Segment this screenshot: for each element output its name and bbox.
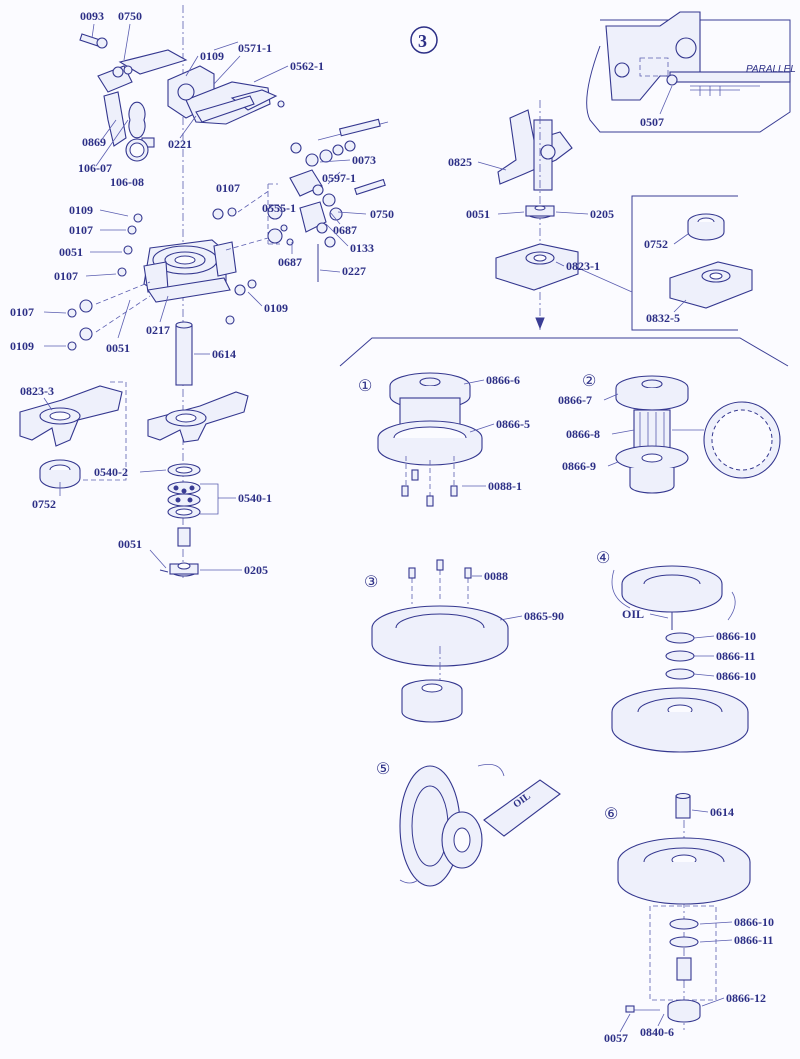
label-0051-bottom: 0051 bbox=[118, 537, 142, 551]
label-0865-90: 0865-90 bbox=[524, 609, 564, 623]
label-0057: 0057 bbox=[604, 1031, 628, 1045]
collar-0205-left bbox=[159, 527, 199, 577]
label-0866-5: 0866-5 bbox=[496, 417, 530, 431]
label-0825: 0825 bbox=[448, 155, 472, 169]
label-0133: 0133 bbox=[350, 241, 374, 255]
label-0540-2: 0540-2 bbox=[94, 465, 128, 479]
label-0571-1: 0571-1 bbox=[238, 41, 272, 55]
label-0866-11-b: 0866-11 bbox=[734, 933, 773, 947]
step-4: ④ OIL 0866-10 0866-11 0866-10 bbox=[596, 550, 756, 753]
label-0109: 0109 bbox=[200, 49, 224, 63]
label-0205-left: 0205 bbox=[244, 563, 268, 577]
parallel-note: PARALLEL bbox=[746, 64, 796, 75]
label-0093: 0093 bbox=[80, 9, 104, 23]
label-0866-10-c: 0866-10 bbox=[734, 915, 774, 929]
label-0823-3: 0823-3 bbox=[20, 384, 54, 398]
label-0107-low: 0107 bbox=[10, 305, 34, 319]
label-0869: 0869 bbox=[82, 135, 106, 149]
section-number: 3 bbox=[418, 31, 427, 51]
label-0866-8: 0866-8 bbox=[566, 427, 600, 441]
step-1: ① 0866-6 0866-5 0088-1 bbox=[358, 372, 530, 507]
step-2: ② 0866-7 0866-8 0866-9 bbox=[558, 373, 781, 494]
label-0109-right: 0109 bbox=[264, 301, 288, 315]
label-106-08: 106-08 bbox=[110, 175, 144, 189]
label-0073: 0073 bbox=[352, 153, 376, 167]
label-0687-right: 0687 bbox=[333, 223, 357, 237]
label-0051-low: 0051 bbox=[106, 341, 130, 355]
seesaw-hub bbox=[79, 33, 285, 162]
label-0750-right: 0750 bbox=[370, 207, 394, 221]
label-0507: 0507 bbox=[640, 115, 664, 129]
left-leaders bbox=[43, 23, 367, 571]
label-0750: 0750 bbox=[118, 9, 142, 23]
section-badge: 3 bbox=[410, 26, 438, 54]
label-0832-5: 0832-5 bbox=[646, 311, 680, 325]
frame-inset: PARALLEL 0507 bbox=[586, 11, 796, 133]
label-0840-6: 0840-6 bbox=[640, 1025, 674, 1039]
label-0866-9: 0866-9 bbox=[562, 459, 596, 473]
label-0221: 0221 bbox=[168, 137, 192, 151]
label-0866-10-a: 0866-10 bbox=[716, 629, 756, 643]
label-0562-1: 0562-1 bbox=[290, 59, 324, 73]
label-0107-mid: 0107 bbox=[54, 269, 78, 283]
label-0866-7: 0866-7 bbox=[558, 393, 592, 407]
washout-housing bbox=[67, 189, 271, 351]
label-0107-top: 0107 bbox=[216, 181, 240, 195]
label-0109-left: 0109 bbox=[69, 203, 93, 217]
label-0555-1: 0555-1 bbox=[262, 201, 296, 215]
label-0752-left: 0752 bbox=[32, 497, 56, 511]
right-top-labels: 0825 0051 0205 0823-1 0752 0832-5 bbox=[448, 155, 689, 325]
label-0866-12: 0866-12 bbox=[726, 991, 766, 1005]
step-6-number: ⑥ bbox=[604, 806, 618, 823]
left-labels: 0093 0750 0109 0571-1 0562-1 0869 106-07… bbox=[10, 9, 394, 577]
step-2-number: ② bbox=[582, 373, 596, 390]
label-0540-1: 0540-1 bbox=[238, 491, 272, 505]
oil-label: OIL bbox=[622, 607, 644, 621]
label-0752-right: 0752 bbox=[644, 237, 668, 251]
label-0109-low: 0109 bbox=[10, 339, 34, 353]
step-3: ③ 0088 0865-90 bbox=[364, 559, 564, 723]
label-106-07: 106-07 bbox=[78, 161, 112, 175]
label-0866-6: 0866-6 bbox=[486, 373, 520, 387]
label-0205-right: 0205 bbox=[590, 207, 614, 221]
label-0866-11-a: 0866-11 bbox=[716, 649, 755, 663]
step-4-number: ④ bbox=[596, 550, 610, 567]
left-assembly bbox=[19, 5, 389, 580]
step-5-number: ⑤ bbox=[376, 761, 390, 778]
step-6: ⑥ 0614 0866-10 0866-11 0866-12 0057 0840… bbox=[604, 792, 774, 1045]
mixing-arm-links bbox=[267, 118, 389, 282]
label-0823-1: 0823-1 bbox=[566, 259, 600, 273]
label-0217: 0217 bbox=[146, 323, 170, 337]
bearing-block-inset bbox=[577, 195, 753, 331]
label-0614-right: 0614 bbox=[710, 805, 734, 819]
label-0866-10-b: 0866-10 bbox=[716, 669, 756, 683]
label-0088-1: 0088-1 bbox=[488, 479, 522, 493]
spindle-shaft bbox=[175, 321, 193, 386]
label-0107-left: 0107 bbox=[69, 223, 93, 237]
label-0051-right: 0051 bbox=[466, 207, 490, 221]
label-0227: 0227 bbox=[342, 264, 366, 278]
section-bracket bbox=[339, 337, 789, 367]
thrust-bearing-stack bbox=[167, 463, 219, 519]
lower-yokes bbox=[19, 381, 249, 481]
label-0614-left: 0614 bbox=[212, 347, 236, 361]
step-1-number: ① bbox=[358, 378, 372, 395]
label-0051-left: 0051 bbox=[59, 245, 83, 259]
label-0687-lower: 0687 bbox=[278, 255, 302, 269]
step-3-number: ③ bbox=[364, 574, 378, 591]
step-5: ⑤ OIL bbox=[376, 761, 561, 887]
label-0088: 0088 bbox=[484, 569, 508, 583]
tail-pivot-assembly bbox=[495, 100, 579, 330]
